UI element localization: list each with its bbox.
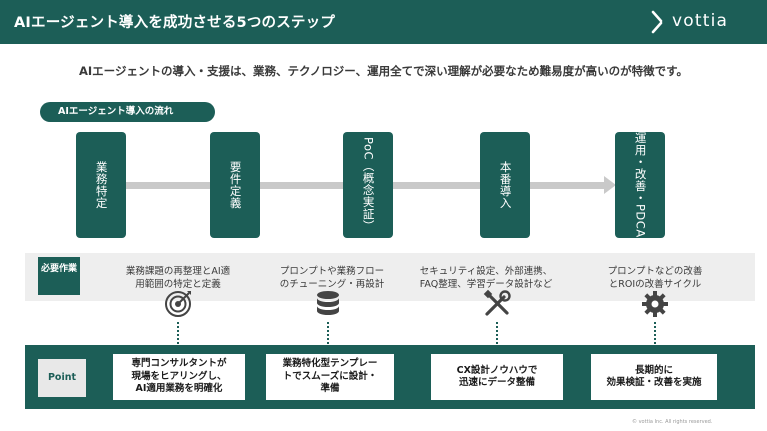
required-work-tag: 必要作業 [38, 257, 80, 295]
point-line: 効果検証・改善を実施 [606, 377, 702, 388]
tools-icon [483, 289, 511, 316]
point-line: 長期的に [634, 364, 673, 376]
database-icon [317, 291, 339, 315]
step-operation-improvement: 運用・改善・PDCA [615, 132, 665, 238]
work-line: プロンプトや業務フロー [279, 266, 385, 277]
step-business-identification: 業務特定 [76, 132, 126, 238]
required-work-item: セキュリティ設定、外部連携、 FAQ整理、学習データ設計など [406, 265, 566, 291]
vottia-logo-icon [651, 10, 663, 34]
required-work-item: 業務課題の再整理とAI適 用範囲の特定と定義 [108, 265, 248, 291]
connector-line [654, 322, 656, 352]
point-line: トでスムーズに設計・ [282, 370, 378, 382]
step-label: 運用・改善・PDCA [633, 132, 648, 238]
step-production-deployment: 本番導入 [480, 132, 530, 238]
point-line: AI適用業務を明確化 [135, 383, 223, 395]
step-label: PoC（概念実証） [361, 137, 376, 233]
required-work-band [25, 253, 755, 301]
point-line: CX設計ノウハウで [456, 364, 538, 376]
work-line: プロンプトなどの改善 [607, 266, 703, 277]
work-line: のチューニング・再設計 [279, 279, 385, 290]
work-line: 業務課題の再整理とAI適 [125, 266, 231, 277]
step-poc: PoC（概念実証） [343, 132, 393, 238]
step-label: 要件定義 [228, 161, 243, 209]
work-line: 用範囲の特定と定義 [135, 279, 221, 290]
flow-arrow-head [604, 176, 616, 194]
gear-icon [642, 291, 668, 317]
copyright-text: © vottia Inc. All rights reserved. [632, 419, 713, 425]
connector-line [327, 322, 329, 352]
step-label: 本番導入 [498, 161, 513, 209]
brand-name: vottia [672, 11, 729, 31]
step-label: 業務特定 [94, 161, 109, 209]
connector-line [177, 322, 179, 352]
point-box: CX設計ノウハウで 迅速にデータ整備 [431, 354, 563, 400]
brand-logo: vottia [650, 10, 755, 34]
work-line: とROIの改善サイクル [608, 279, 702, 290]
work-line: FAQ整理、学習データ設計など [419, 279, 553, 290]
point-box: 長期的に 効果検証・改善を実施 [591, 354, 717, 400]
point-tag: Point [38, 359, 86, 397]
header-bar: AIエージェント導入を成功させる5つのステップ vottia [0, 0, 767, 44]
point-line: 準備 [320, 383, 340, 395]
page-subtitle: AIエージェントの導入・支援は、業務、テクノロジー、運用全てで深い理解が必要なた… [79, 64, 688, 78]
required-work-item: プロンプトや業務フロー のチューニング・再設計 [262, 265, 402, 291]
point-line: 現場をヒアリングし、 [131, 370, 227, 382]
work-line: セキュリティ設定、外部連携、 [419, 266, 553, 277]
point-box: 専門コンサルタントが 現場をヒアリングし、 AI適用業務を明確化 [113, 354, 245, 400]
point-box: 業務特化型テンプレー トでスムーズに設計・ 準備 [266, 354, 394, 400]
flow-label: AIエージェント導入の流れ [40, 102, 215, 122]
page-title: AIエージェント導入を成功させる5つのステップ [14, 15, 336, 31]
required-work-item: プロンプトなどの改善 とROIの改善サイクル [580, 265, 730, 291]
connector-line [496, 322, 498, 352]
point-line: 迅速にデータ整備 [458, 377, 535, 388]
target-icon [165, 291, 191, 317]
point-line: 業務特化型テンプレー [282, 358, 378, 370]
step-requirements-definition: 要件定義 [210, 132, 260, 238]
point-line: 専門コンサルタントが [131, 358, 227, 370]
